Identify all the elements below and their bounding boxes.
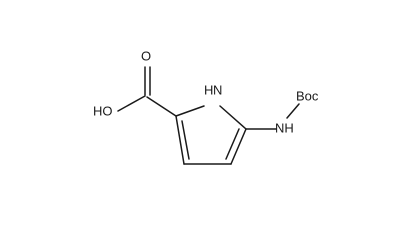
boc-label: Boc <box>296 88 319 103</box>
ring-nitrogen-label: N <box>213 82 222 97</box>
molecule-structure: O HO H N Boc NH <box>93 48 319 165</box>
molecule-canvas: O HO H N Boc NH <box>93 48 319 165</box>
bond-ring-c4-c5-inner <box>225 128 240 160</box>
ring-nh-hydrogen-label: H <box>204 82 213 97</box>
bond-ring-n-c2 <box>175 105 205 117</box>
amide-nh-label: NH <box>275 120 294 135</box>
bond-carboxyl-c-to-ring <box>146 96 177 117</box>
hydroxyl-label: HO <box>93 103 113 118</box>
bond-ring-c4-c5 <box>230 128 247 165</box>
carbonyl-oxygen-label: O <box>141 48 151 63</box>
bond-nh-to-boc <box>286 103 300 119</box>
bond-ring-c2-c3-inner <box>181 120 190 160</box>
bond-ring-c5-n <box>219 105 247 130</box>
bond-ring-c2-c3 <box>175 115 185 165</box>
bond-c-oh <box>117 95 146 112</box>
